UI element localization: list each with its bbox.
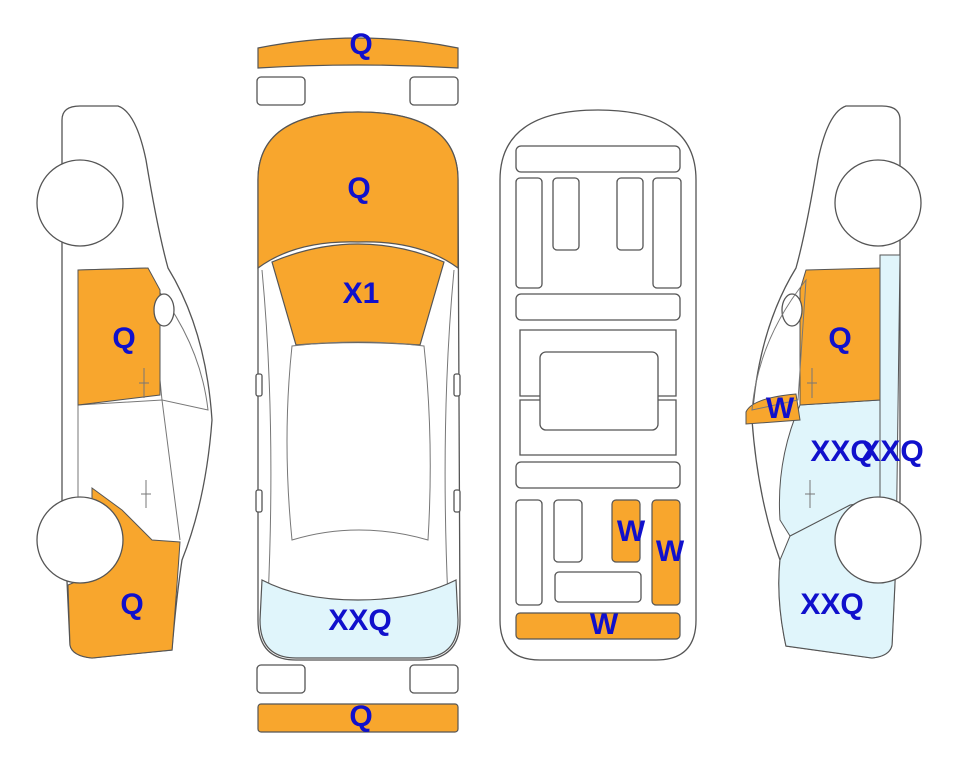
right-front-wheel [834,159,922,247]
rear-right-light [409,664,459,694]
label-hood: Q [347,172,370,205]
top-view: Q Q X1 XXQ Q [255,28,461,733]
floor-panel-b [651,499,681,606]
left-side-door-line [77,399,181,541]
label-front-bumper: Q [349,28,372,61]
underbody-cross-2 [515,461,681,489]
label-floor-panel-b: W [656,535,685,568]
right-mirror-top [453,373,461,397]
underbody-rear-rail-2 [553,499,583,563]
label-right-rear-quarter: XXQ [800,588,863,621]
label-rear-window: XXQ [328,604,391,637]
right-side-view: Q W XXQ XXQ XXQ [745,105,924,659]
left-front-door-panel [77,267,161,406]
left-side-view: Q Q [36,105,213,659]
left-rear-handle-icon [141,480,151,508]
underbody-rail-2 [552,177,580,251]
front-left-light [256,76,306,106]
right-a-pillar [444,269,455,601]
left-mirror [153,293,175,327]
right-rear-wheel [834,496,922,584]
right-rear-door-panel [778,399,881,537]
left-mirror-top [255,373,263,397]
label-windshield: X1 [343,277,380,310]
right-mirror-panel [745,393,801,425]
underbody-view: W W W [499,109,697,661]
left-rear-wheel [36,496,124,584]
rear-bumper [257,703,459,733]
underbody-center-box [539,351,659,431]
right-mirror [781,293,803,327]
hood-panel [257,111,459,270]
label-right-front-door: Q [828,322,851,355]
rear-left-light [256,664,306,694]
label-rear-bumper: Q [349,700,372,733]
left-a-pillar [261,269,272,601]
label-left-front-door: Q [112,322,135,355]
underbody-cross-1 [515,293,681,321]
label-floor-panel-a: W [617,515,646,548]
underbody-rail-4 [652,177,682,289]
underbody-front-bar [515,145,681,173]
right-rear-handle-icon [805,480,815,508]
right-rear-handle-top [453,489,461,513]
label-left-rear-quarter: Q [120,588,143,621]
label-floor-rear: W [590,608,619,641]
right-side-window [751,278,807,411]
underbody-rear-rail-1 [515,499,543,606]
floor-panel-a [611,499,641,563]
floor-rear-panel [515,612,681,640]
underbody-rear-cross [554,571,642,603]
label-right-rear-door: XXQ [810,435,873,468]
rear-window-panel [259,579,459,659]
label-right-mirror: W [766,392,795,425]
left-front-wheel [36,159,124,247]
label-right-rear-door-extra: XXQ [860,435,923,468]
roof-outline [286,341,431,541]
front-bumper [257,37,459,69]
left-rear-handle-top [255,489,263,513]
underbody-rail-3 [616,177,644,251]
right-front-handle-icon [807,368,817,398]
underbody-rail-1 [515,177,543,289]
front-right-light [409,76,459,106]
left-front-handle-icon [139,368,149,398]
